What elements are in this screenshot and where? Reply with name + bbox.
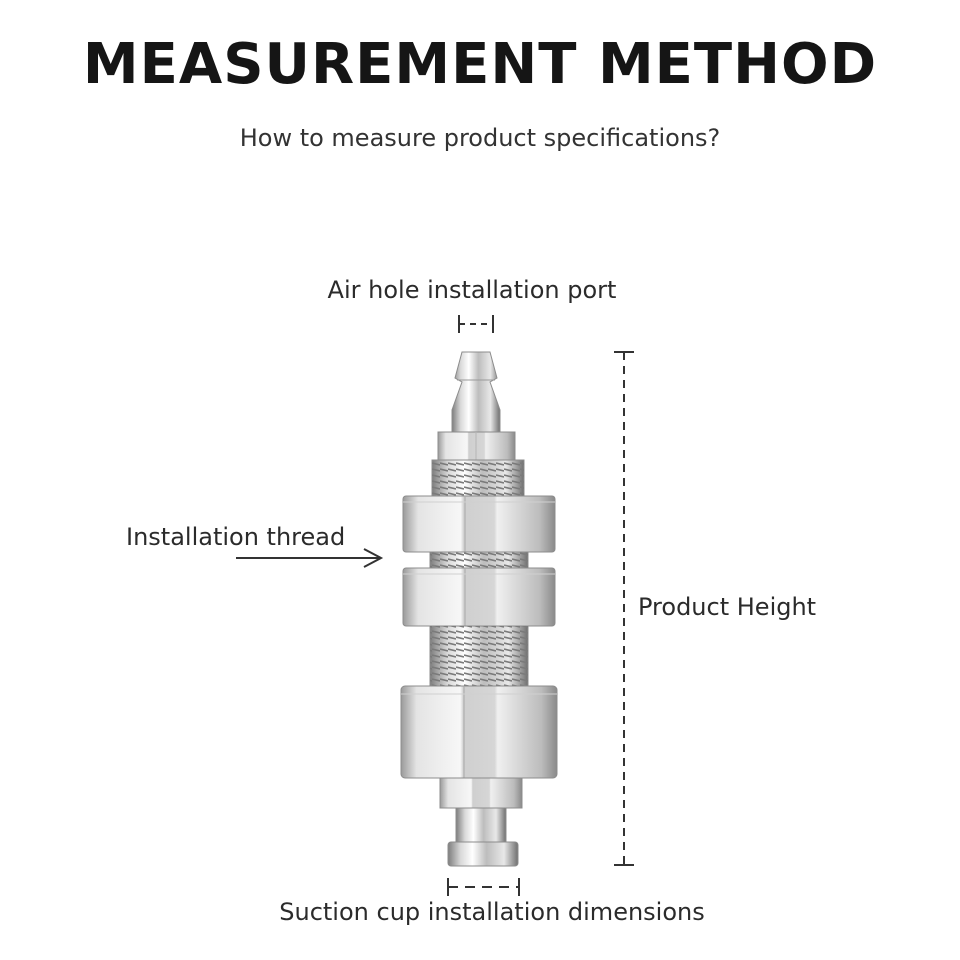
suction-cup-dimension-marker bbox=[447, 878, 520, 896]
page-title: MEASUREMENT METHOD bbox=[82, 32, 878, 97]
height-dimension-line bbox=[614, 351, 634, 866]
product-height-label: Product Height bbox=[638, 593, 817, 621]
installation-thread-label: Installation thread bbox=[126, 523, 346, 551]
thread-pointer-arrow bbox=[236, 548, 384, 568]
page-subtitle: How to measure product specifications? bbox=[239, 124, 721, 152]
suction-cup-label: Suction cup installation dimensions bbox=[279, 898, 705, 926]
air-hole-label: Air hole installation port bbox=[327, 276, 617, 304]
air-hole-dimension-marker bbox=[458, 315, 494, 333]
vacuum-fitting-illustration bbox=[400, 351, 558, 867]
